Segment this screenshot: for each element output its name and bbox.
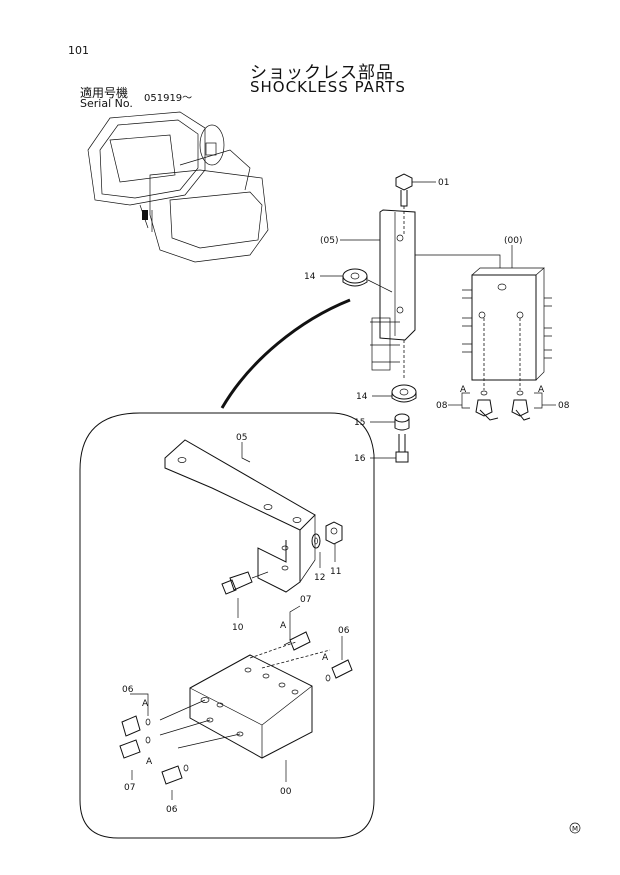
section-a-left: A [460,385,467,395]
collar-15-icon [394,413,410,431]
bolt-01-icon [395,173,413,234]
fitting-07-left-icon [119,736,151,759]
excavator-locator-icon [87,111,269,263]
detail-frame [79,412,375,839]
section-a-right: A [538,385,545,395]
nut-11-icon [325,521,343,545]
callout-07-upper: 07 [300,595,311,605]
valve-block-lower [159,641,331,759]
fitting-08-right-icon [511,390,531,421]
callout-05-detail: 05 [236,433,247,443]
washer-14-lower-icon [391,384,417,403]
serial-label-japanese: 適用号機 [80,86,129,100]
callout-00: (00) [504,236,522,246]
fitting-07-upper-icon [283,631,311,651]
serial-label-english: Serial No. [80,97,133,110]
serial-number-value: 051919～ [144,93,193,104]
callout-06-upper: 06 [338,626,350,636]
fitting-10-icon [221,571,269,595]
callout-07-left: 07 [124,783,135,793]
callout-11: 11 [330,567,341,577]
callout-12: 12 [314,573,325,583]
valve-block-upper [462,267,552,390]
bolt-16-icon [395,434,409,463]
bracket-lower [164,439,316,593]
section-a-right: A [322,653,329,663]
callout-10: 10 [232,623,244,633]
callout-01: 01 [438,178,449,188]
washer-12-icon [311,533,321,549]
section-a-left: A [142,699,149,709]
callout-08-right: 08 [558,401,570,411]
fitting-06-left-icon [121,715,151,737]
section-a-upper: A [280,621,287,631]
callout-14-lower: 14 [356,392,368,402]
fitting-06-bottom-icon [161,764,189,785]
callout-06-left: 06 [122,685,134,695]
section-a-bottom: A [146,757,153,767]
manual-mark: M [572,825,578,833]
callout-00-detail: 00 [280,787,292,797]
page-number: 101 [68,44,89,57]
title-english: SHOCKLESS PARTS [250,78,406,96]
callout-14-upper: 14 [304,272,316,282]
callout-08-left: 08 [436,401,448,411]
detail-leader-curve [220,298,351,409]
callout-05: (05) [320,236,338,246]
bracket-upper [370,209,416,371]
callout-16: 16 [354,454,366,464]
washer-14-upper-icon [342,268,368,287]
fitting-08-left-icon [475,390,499,421]
fitting-06-upper-icon [325,659,353,682]
callout-06-bottom: 06 [166,805,178,815]
title-japanese: ショックレス部品 [250,63,394,83]
